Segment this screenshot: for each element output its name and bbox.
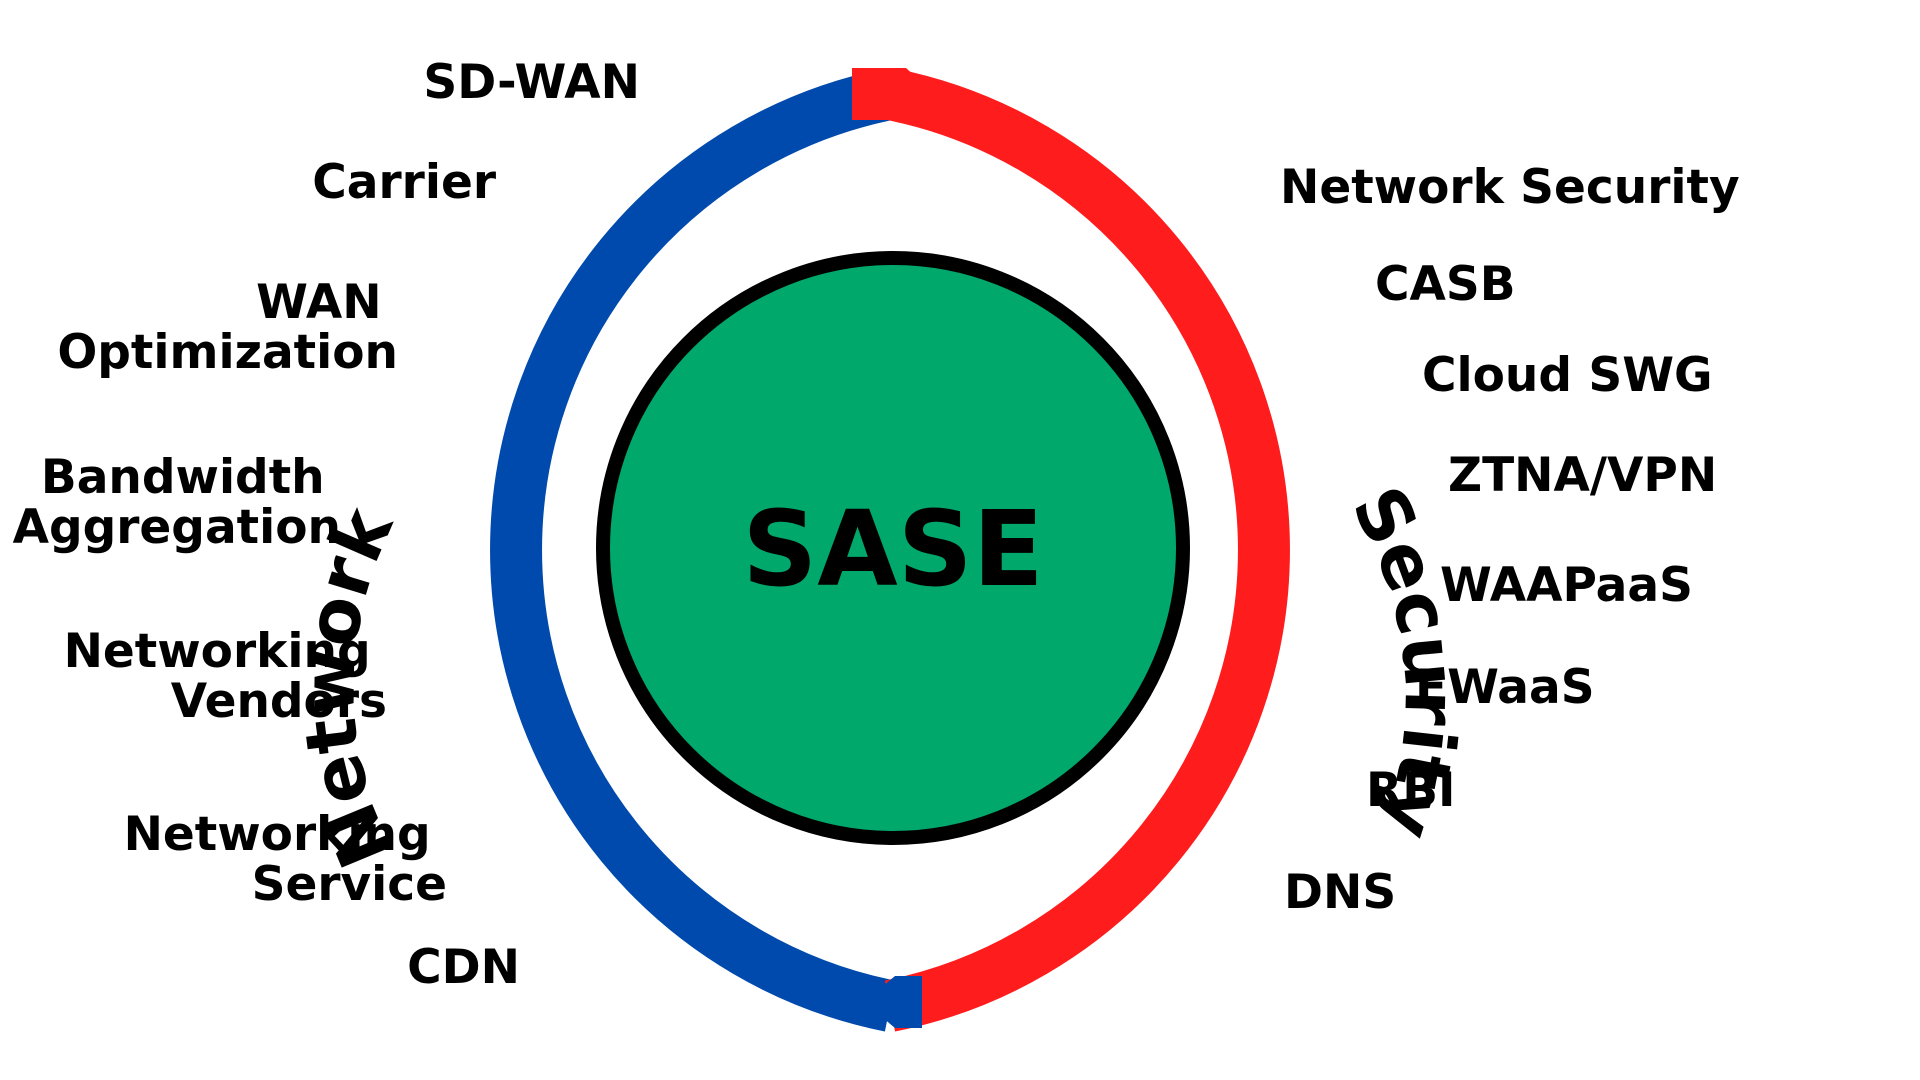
center-title: SASE [742, 488, 1043, 610]
network-item-cdn: CDN [407, 940, 520, 995]
network-item-carrier: Carrier [312, 155, 497, 210]
security-item-dns: DNS [1284, 865, 1396, 920]
network-item-bandwidth-aggregation: Bandwidth Aggregation [13, 450, 341, 555]
security-item-ztna-vpn: ZTNA/VPN [1448, 448, 1717, 503]
network-item-networking-service: Networking Service [124, 807, 447, 912]
network-item-sdwan: SD-WAN [423, 55, 640, 110]
security-item-cloud-swg: Cloud SWG [1422, 348, 1713, 403]
security-item-casb: CASB [1375, 257, 1516, 312]
network-ring-arc [490, 68, 896, 1032]
security-items: Network Security CASB Cloud SWG ZTNA/VPN… [1280, 160, 1740, 920]
network-items: SD-WAN Carrier WAN Optimization Bandwidt… [13, 55, 640, 995]
security-item-rbi: RBI [1366, 763, 1456, 818]
security-item-fwaas: FWaaS [1415, 660, 1595, 715]
security-item-network-security: Network Security [1280, 160, 1740, 215]
bottom-arrow-seam-icon [864, 976, 922, 1028]
security-ring-arc [884, 68, 1290, 1032]
security-item-waapaas: WAAPaaS [1440, 558, 1693, 613]
sase-center-circle [596, 251, 1190, 845]
network-item-wan-optimization: WAN Optimization [57, 275, 398, 380]
top-arrow-seam-icon [852, 68, 935, 120]
network-item-networking-vendors: Networking Vendors [64, 624, 387, 729]
